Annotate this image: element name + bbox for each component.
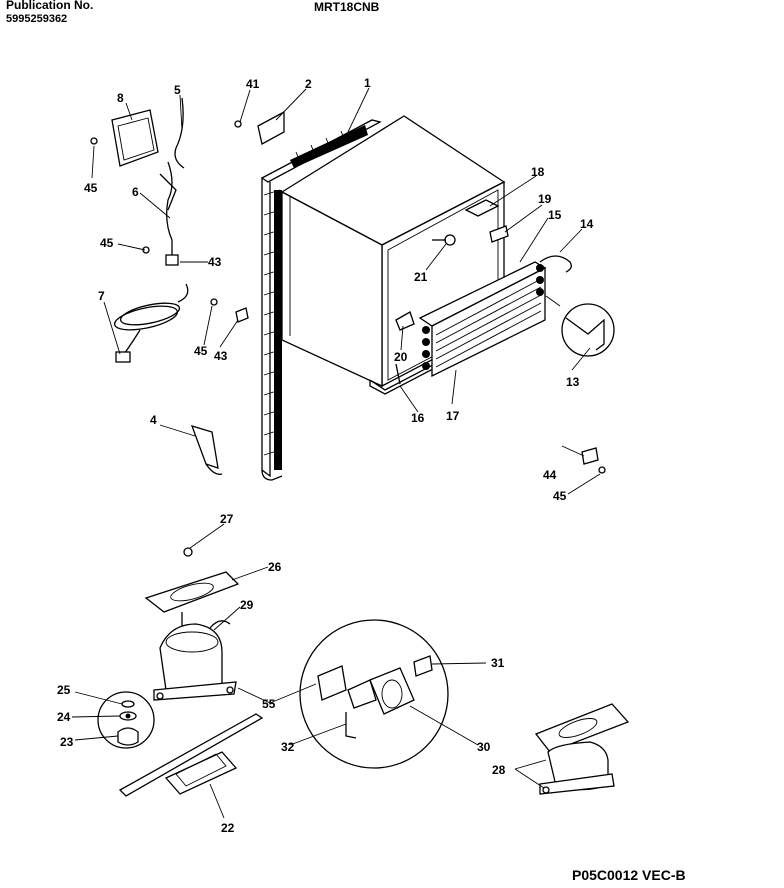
callout-30: 30 — [477, 740, 491, 754]
compressor-assembly — [534, 703, 630, 795]
callout-6: 6 — [132, 185, 139, 199]
power-cord — [113, 283, 189, 363]
clamp-detail — [545, 295, 615, 357]
callout-45-top: 45 — [84, 181, 98, 195]
callout-18: 18 — [531, 165, 545, 179]
callout-29: 29 — [240, 598, 254, 612]
callout-24: 24 — [57, 710, 71, 724]
callout-2: 2 — [305, 77, 312, 91]
callout-26: 26 — [268, 560, 282, 574]
model-number: MRT18CNB — [314, 0, 380, 14]
publication-number: 5995259362 — [6, 13, 68, 25]
relay-detail — [299, 619, 449, 769]
drain-pan — [144, 547, 240, 613]
callout-45-mid: 45 — [100, 236, 114, 250]
callout-25: 25 — [57, 683, 71, 697]
callout-45-lower: 45 — [194, 344, 208, 358]
callout-45-right: 45 — [553, 489, 567, 503]
callout-13: 13 — [566, 375, 580, 389]
grommet-detail — [97, 691, 155, 749]
callout-labels: 1 2 41 5 8 45 6 45 43 7 45 43 4 18 19 15… — [57, 76, 594, 835]
callout-7: 7 — [98, 289, 105, 303]
publication-label: Publication No. — [6, 0, 94, 12]
callout-44: 44 — [543, 468, 557, 482]
callout-20: 20 — [394, 350, 408, 364]
callout-1: 1 — [364, 76, 371, 90]
compressor-base — [118, 713, 264, 797]
leader-lines — [71, 87, 601, 819]
callout-19: 19 — [538, 192, 552, 206]
drawing-code: P05C0012 VEC-B — [572, 867, 686, 883]
callout-15: 15 — [548, 208, 562, 222]
small-brackets — [395, 199, 509, 385]
callout-55: 55 — [262, 697, 276, 711]
callout-32: 32 — [281, 740, 295, 754]
callout-21: 21 — [414, 270, 428, 284]
callout-43-lower: 43 — [214, 349, 228, 363]
hardware-screws — [210, 110, 606, 474]
callout-41: 41 — [246, 77, 260, 91]
callout-14: 14 — [580, 217, 594, 231]
thermostat-capillary — [190, 425, 223, 475]
callout-8: 8 — [117, 91, 124, 105]
condenser-coil — [418, 255, 572, 378]
callout-43-mid: 43 — [208, 255, 222, 269]
callout-5: 5 — [174, 83, 181, 97]
callout-22: 22 — [221, 821, 235, 835]
callout-4: 4 — [150, 413, 157, 427]
callout-17: 17 — [446, 409, 460, 423]
callout-27: 27 — [220, 512, 234, 526]
callout-16: 16 — [411, 411, 425, 425]
callout-31: 31 — [491, 656, 505, 670]
compressor — [153, 612, 237, 701]
callout-28: 28 — [492, 763, 506, 777]
callout-23: 23 — [60, 735, 74, 749]
